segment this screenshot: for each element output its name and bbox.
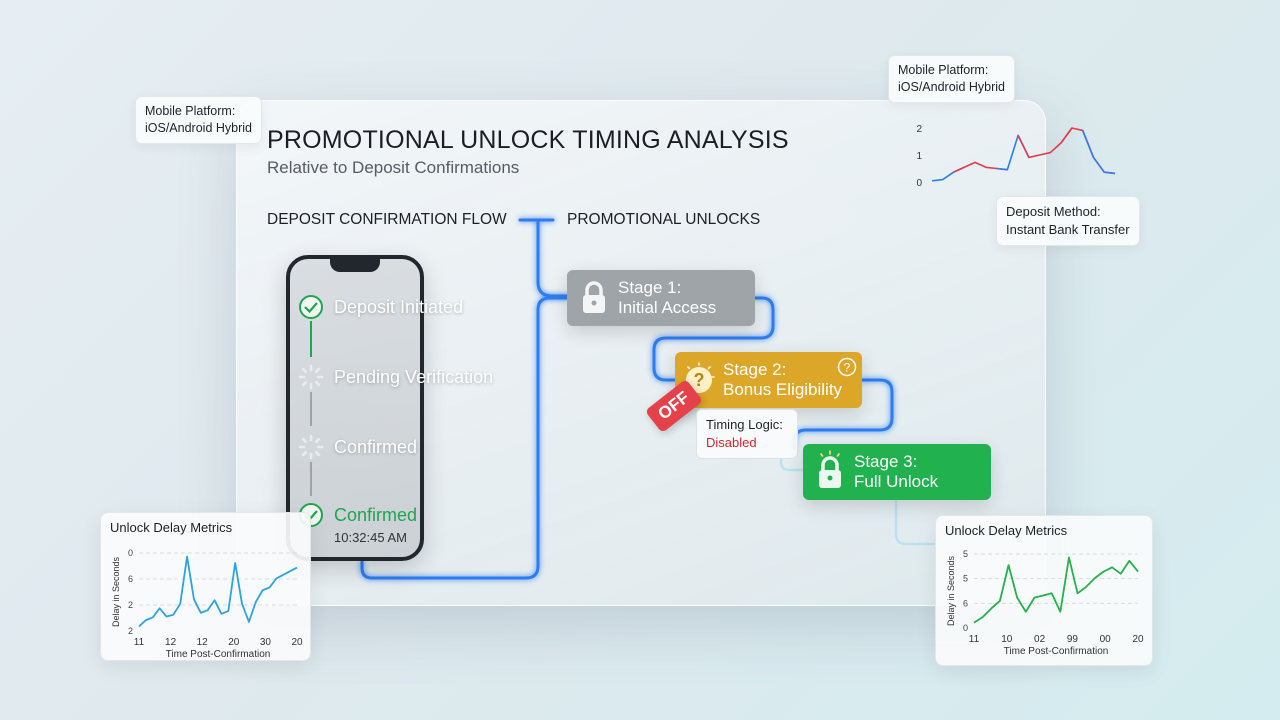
y-tick-label: 2	[916, 124, 922, 135]
section-promotional-unlocks: PROMOTIONAL UNLOCKS	[567, 211, 761, 228]
stage-3-card[interactable]: Stage 3: Full Unlock	[803, 444, 991, 500]
y-tick-label: 0	[916, 178, 922, 189]
x-tick-label: 10	[1001, 634, 1013, 645]
y-tick-label: 5	[963, 574, 968, 584]
chart-title: Unlock Delay Metrics	[110, 520, 233, 535]
stage-1-card[interactable]: Stage 1: Initial Access	[567, 270, 755, 326]
x-tick-label: 30	[260, 637, 272, 648]
y-tick-label: 0	[963, 623, 968, 633]
series-line	[953, 161, 1008, 173]
x-tick-label: 20	[291, 637, 303, 648]
stage-2-subtitle: Bonus Eligibility	[723, 380, 843, 399]
stage-1-subtitle: Initial Access	[618, 298, 717, 317]
page-title: PROMOTIONAL UNLOCK TIMING ANALYSIS	[267, 126, 789, 154]
x-tick-label: 12	[197, 637, 209, 648]
y-axis-label: Delay in Seconds	[111, 556, 121, 627]
stage-2-card[interactable]: ? Stage 2: Bonus Eligibility ?	[675, 352, 862, 408]
stage-3-subtitle: Full Unlock	[854, 472, 939, 491]
page-subtitle: Relative to Deposit Confirmations	[267, 158, 520, 177]
x-axis-label: Time Post-Confirmation	[166, 649, 271, 660]
note-platform-left: Mobile Platform: iOS/Android Hybrid	[135, 96, 262, 144]
x-tick-label: 99	[1067, 634, 1079, 645]
confirmation-timestamp: 10:32:45 AM	[334, 530, 407, 545]
timing-logic-box: Timing Logic: Disabled	[696, 409, 798, 459]
x-tick-label: 11	[134, 637, 145, 648]
svg-text:?: ?	[844, 361, 851, 375]
note-value: iOS/Android Hybrid	[145, 121, 252, 135]
flow-step-pending-verification: Pending Verification	[334, 367, 494, 387]
series-line	[973, 556, 1139, 624]
stage-1-title: Stage 1:	[618, 278, 682, 297]
x-tick-label: 00	[1100, 634, 1112, 645]
series-line	[1081, 130, 1116, 175]
phone-notch	[330, 259, 380, 272]
y-tick-label: 2	[128, 600, 133, 610]
lock-icon	[583, 281, 605, 313]
series-line	[1017, 127, 1073, 159]
x-tick-label: 11	[969, 634, 980, 645]
help-icon[interactable]: ?	[836, 356, 858, 378]
x-tick-label: 02	[1034, 634, 1046, 645]
flow-step-deposit-initiated: Deposit Initiated	[334, 297, 464, 317]
note-label: Mobile Platform:	[898, 63, 989, 77]
y-tick-label: 6	[128, 574, 133, 584]
stage-2-title: Stage 2:	[723, 360, 787, 379]
y-tick-label: 2	[128, 626, 133, 636]
timing-logic-label: Timing Logic:	[706, 417, 783, 432]
note-platform-right: Mobile Platform: iOS/Android Hybrid	[888, 55, 1015, 103]
flow-step-confirmed-final: Confirmed	[334, 505, 418, 525]
note-deposit-method: Deposit Method: Instant Bank Transfer	[996, 196, 1140, 246]
lock-icon	[819, 450, 841, 488]
flow-step-confirmed: Confirmed	[334, 437, 418, 457]
y-axis-label: Delay in Seconds	[946, 555, 956, 626]
series-line	[1060, 127, 1116, 175]
x-tick-label: 12	[165, 637, 177, 648]
x-tick-label: 20	[1132, 634, 1144, 645]
note-label: Mobile Platform:	[145, 104, 236, 118]
x-tick-label: 20	[228, 637, 240, 648]
series-line	[996, 134, 1030, 171]
stage-3-title: Stage 3:	[854, 452, 918, 471]
section-deposit-flow: DEPOSIT CONFIRMATION FLOW	[267, 211, 507, 228]
x-axis-label: Time Post-Confirmation	[1004, 646, 1109, 657]
y-tick-label: 5	[963, 549, 968, 559]
timing-logic-status: Disabled	[706, 435, 757, 450]
svg-text:?: ?	[694, 370, 705, 390]
note-value: iOS/Android Hybrid	[898, 80, 1005, 94]
note-label: Deposit Method:	[1006, 204, 1101, 219]
y-tick-label: 0	[128, 548, 133, 558]
series-line	[138, 555, 298, 628]
note-value: Instant Bank Transfer	[1006, 222, 1130, 237]
chart-title: Unlock Delay Metrics	[945, 523, 1068, 538]
y-tick-label: 6	[963, 598, 968, 608]
y-tick-label: 1	[916, 151, 922, 162]
mini-chart-top-right: 2 1 0	[916, 124, 1116, 189]
